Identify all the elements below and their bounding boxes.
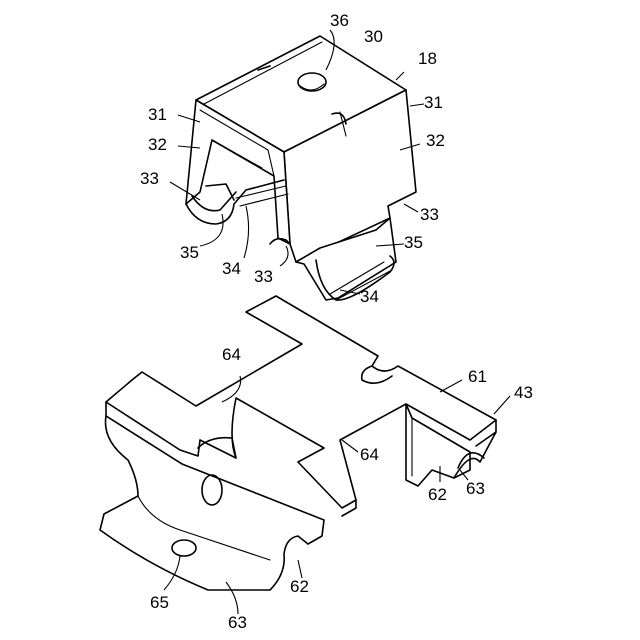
label-33-right: 33 [420, 205, 439, 224]
label-63-right: 63 [466, 479, 485, 498]
label-35-left: 35 [180, 243, 199, 262]
label-18: 18 [418, 49, 437, 68]
label-61: 61 [468, 367, 487, 386]
label-63-bottom: 63 [228, 613, 247, 632]
label-34-right: 34 [360, 287, 379, 306]
label-62-right: 62 [428, 485, 447, 504]
lower-plate [100, 296, 496, 590]
label-64-top: 64 [222, 345, 241, 364]
label-33-left: 33 [140, 169, 159, 188]
label-64-bottom: 64 [360, 445, 379, 464]
label-31-right: 31 [424, 93, 443, 112]
label-36: 36 [330, 11, 349, 30]
label-62-bottom: 62 [290, 577, 309, 596]
label-30: 30 [364, 27, 383, 46]
label-32-left: 32 [148, 135, 167, 154]
label-65: 65 [150, 593, 169, 612]
upper-bracket [186, 36, 416, 300]
label-32-right: 32 [426, 131, 445, 150]
label-31-left: 31 [148, 105, 167, 124]
label-34-left: 34 [222, 259, 241, 278]
label-43: 43 [514, 383, 533, 402]
label-35-right: 35 [404, 233, 423, 252]
label-33-bottom: 33 [254, 267, 273, 286]
